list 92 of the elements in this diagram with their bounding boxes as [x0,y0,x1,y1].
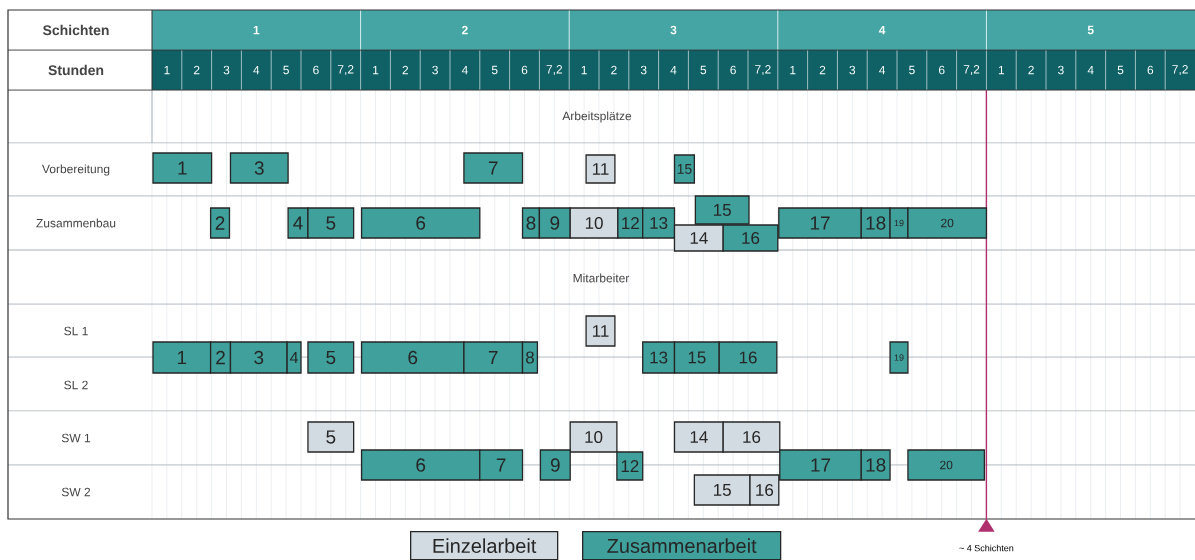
task-bar: 9 [538,207,571,239]
row-label: Zusammenbau [36,218,116,228]
hour-number: 1 [164,65,170,75]
section-heading: Arbeitsplätze [562,111,632,123]
hour-number: 2 [193,65,200,75]
hour-number: 4 [1087,65,1094,75]
task-bar: 1 [152,152,213,184]
legend-item: Zusammenarbeit [582,531,782,560]
legend-item: Einzelarbeit [410,531,559,560]
task-bar: 16 [722,421,781,453]
hour-number: 2 [819,65,826,75]
task-bar: 11 [585,315,616,347]
task-bar: 6 [360,207,481,239]
hour-number: 7,2 [1172,65,1188,75]
shift-number: 3 [670,25,677,35]
task-bar: 15 [673,154,695,184]
task-bar: 15 [694,195,750,225]
task-bar: 19 [889,207,909,239]
section-heading: Mitarbeiter [573,273,630,283]
hour-number: 4 [461,65,468,75]
row-label: SL 2 [64,380,88,390]
hour-number: 1 [790,65,796,75]
task-bar: 11 [585,154,616,184]
hour-number: 6 [1147,65,1154,75]
hour-number: 5 [1117,65,1124,75]
hour-number: 3 [640,65,647,75]
hour-number: 3 [849,65,856,75]
task-bar: 2 [209,207,231,239]
hour-number: 5 [700,65,707,75]
task-bar: 2 [209,341,232,374]
task-bar: 12 [617,207,644,239]
hour-number: 6 [730,65,736,75]
hour-number: 6 [939,65,945,75]
task-bar: 5 [307,421,355,453]
hour-number: 2 [402,65,409,75]
task-bar: 18 [860,449,891,481]
hour-number: 2 [611,65,617,75]
task-bar: 16 [722,224,779,252]
row-label: Vorbereitung [42,164,110,176]
hour-number: 5 [491,65,498,75]
task-bar: 16 [718,341,778,374]
hour-number: 6 [313,65,319,75]
task-bar: 4 [286,341,302,374]
task-bar: 6 [360,341,465,374]
hour-number: 4 [670,65,677,75]
row-label: SW 1 [61,433,91,443]
task-bar: 4 [287,207,309,239]
hour-number: 3 [1058,65,1064,75]
hour-number: 3 [223,65,230,75]
hour-number: 1 [373,65,379,75]
task-bar: 14 [673,224,724,252]
hour-number: 7,2 [755,65,771,75]
task-bar: 5 [307,341,355,374]
shift-number: 5 [1087,25,1094,35]
shift-number: 2 [462,25,468,35]
task-bar: 18 [860,207,891,239]
task-bar: 12 [616,451,644,481]
shift-number: 4 [878,25,886,35]
hour-number: 1 [581,65,587,75]
hour-number: 4 [253,65,260,75]
table-header: Stunden [48,64,104,76]
task-bar: 13 [642,207,676,239]
task-bar: 7 [479,449,524,481]
task-bar: 16 [749,474,780,506]
task-bar: 15 [673,341,720,374]
task-bar: 10 [569,207,619,239]
task-bar: 7 [463,152,524,184]
hour-number: 7,2 [546,65,563,75]
task-bar: 8 [521,341,539,374]
hour-number: 3 [432,65,438,75]
hour-number: 5 [283,65,289,75]
hour-number: 2 [1028,65,1034,75]
task-bar: 8 [521,207,541,239]
hour-number: 1 [998,65,1005,75]
hour-number: 6 [521,65,528,75]
shift-number: 1 [253,25,260,35]
marker-label: ~ 4 Schichten [959,544,1014,552]
task-bar: 19 [889,341,909,374]
task-bar: 20 [907,449,986,481]
row-label: SW 2 [61,487,91,497]
task-bar: 10 [569,421,618,453]
task-bar: 14 [673,421,724,453]
task-bar: 15 [693,474,751,506]
hour-number: 4 [879,65,886,75]
hour-number: 5 [909,65,915,75]
table-header: Schichten [42,24,109,36]
row-label: SL 1 [64,326,88,336]
task-bar: 9 [539,449,571,481]
hour-number: 7,2 [963,65,980,75]
task-bar: 13 [642,341,676,374]
task-bar: 3 [229,152,289,184]
hour-number: 7,2 [337,65,354,75]
